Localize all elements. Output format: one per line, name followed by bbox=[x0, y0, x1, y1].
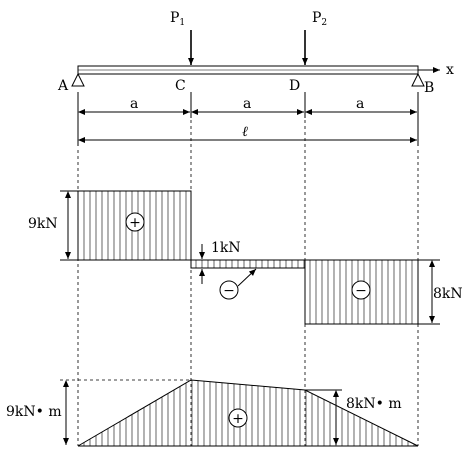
shear-hatch bbox=[83, 191, 413, 324]
segment-label-2: a bbox=[243, 96, 251, 112]
load-p2-label: P2 bbox=[312, 10, 327, 28]
load-p1-label: P1 bbox=[170, 10, 185, 28]
support-a-triangle bbox=[71, 72, 85, 87]
segment-label-3: a bbox=[356, 96, 364, 112]
shear-negative-sign-circle-2 bbox=[351, 280, 371, 300]
point-d-label: D bbox=[289, 78, 300, 94]
shear-left-value: 9kN bbox=[28, 216, 58, 232]
moment-positive-sign-circle bbox=[228, 408, 248, 428]
beam: x A B C D P1 P2 bbox=[57, 10, 454, 96]
shear-middle-value: 1kN bbox=[211, 240, 241, 256]
shear-region-positive bbox=[77, 190, 192, 261]
shear-negative-sign-1: − bbox=[223, 283, 235, 299]
shear-positive-sign: + bbox=[129, 215, 141, 231]
shear-negative-sign-circle-1 bbox=[219, 280, 239, 300]
segment-label-1: a bbox=[130, 96, 138, 112]
shear-diagram: 9kN 1kN 8kN + − − bbox=[28, 190, 463, 325]
point-c-label: C bbox=[175, 78, 186, 94]
moment-d-value: 8kN• m bbox=[346, 396, 402, 412]
shear-region-negative bbox=[304, 259, 419, 325]
shear-leader-arrow bbox=[237, 268, 257, 287]
span-label: ℓ bbox=[242, 124, 248, 140]
x-axis-label: x bbox=[446, 62, 454, 78]
shear-negative-sign-2: − bbox=[355, 283, 367, 299]
support-b-triangle bbox=[411, 72, 425, 87]
moment-max-value: 9kN• m bbox=[6, 404, 62, 420]
point-a-label: A bbox=[57, 78, 69, 94]
moment-diagram: 9kN• m 8kN• m + bbox=[6, 379, 419, 447]
dimensions: a a a ℓ bbox=[77, 92, 419, 146]
moment-curve bbox=[77, 379, 419, 447]
point-b-label: B bbox=[424, 80, 434, 96]
moment-positive-sign: + bbox=[232, 411, 244, 427]
shear-positive-sign-circle bbox=[125, 212, 145, 232]
shear-right-value: 8kN bbox=[433, 286, 463, 302]
